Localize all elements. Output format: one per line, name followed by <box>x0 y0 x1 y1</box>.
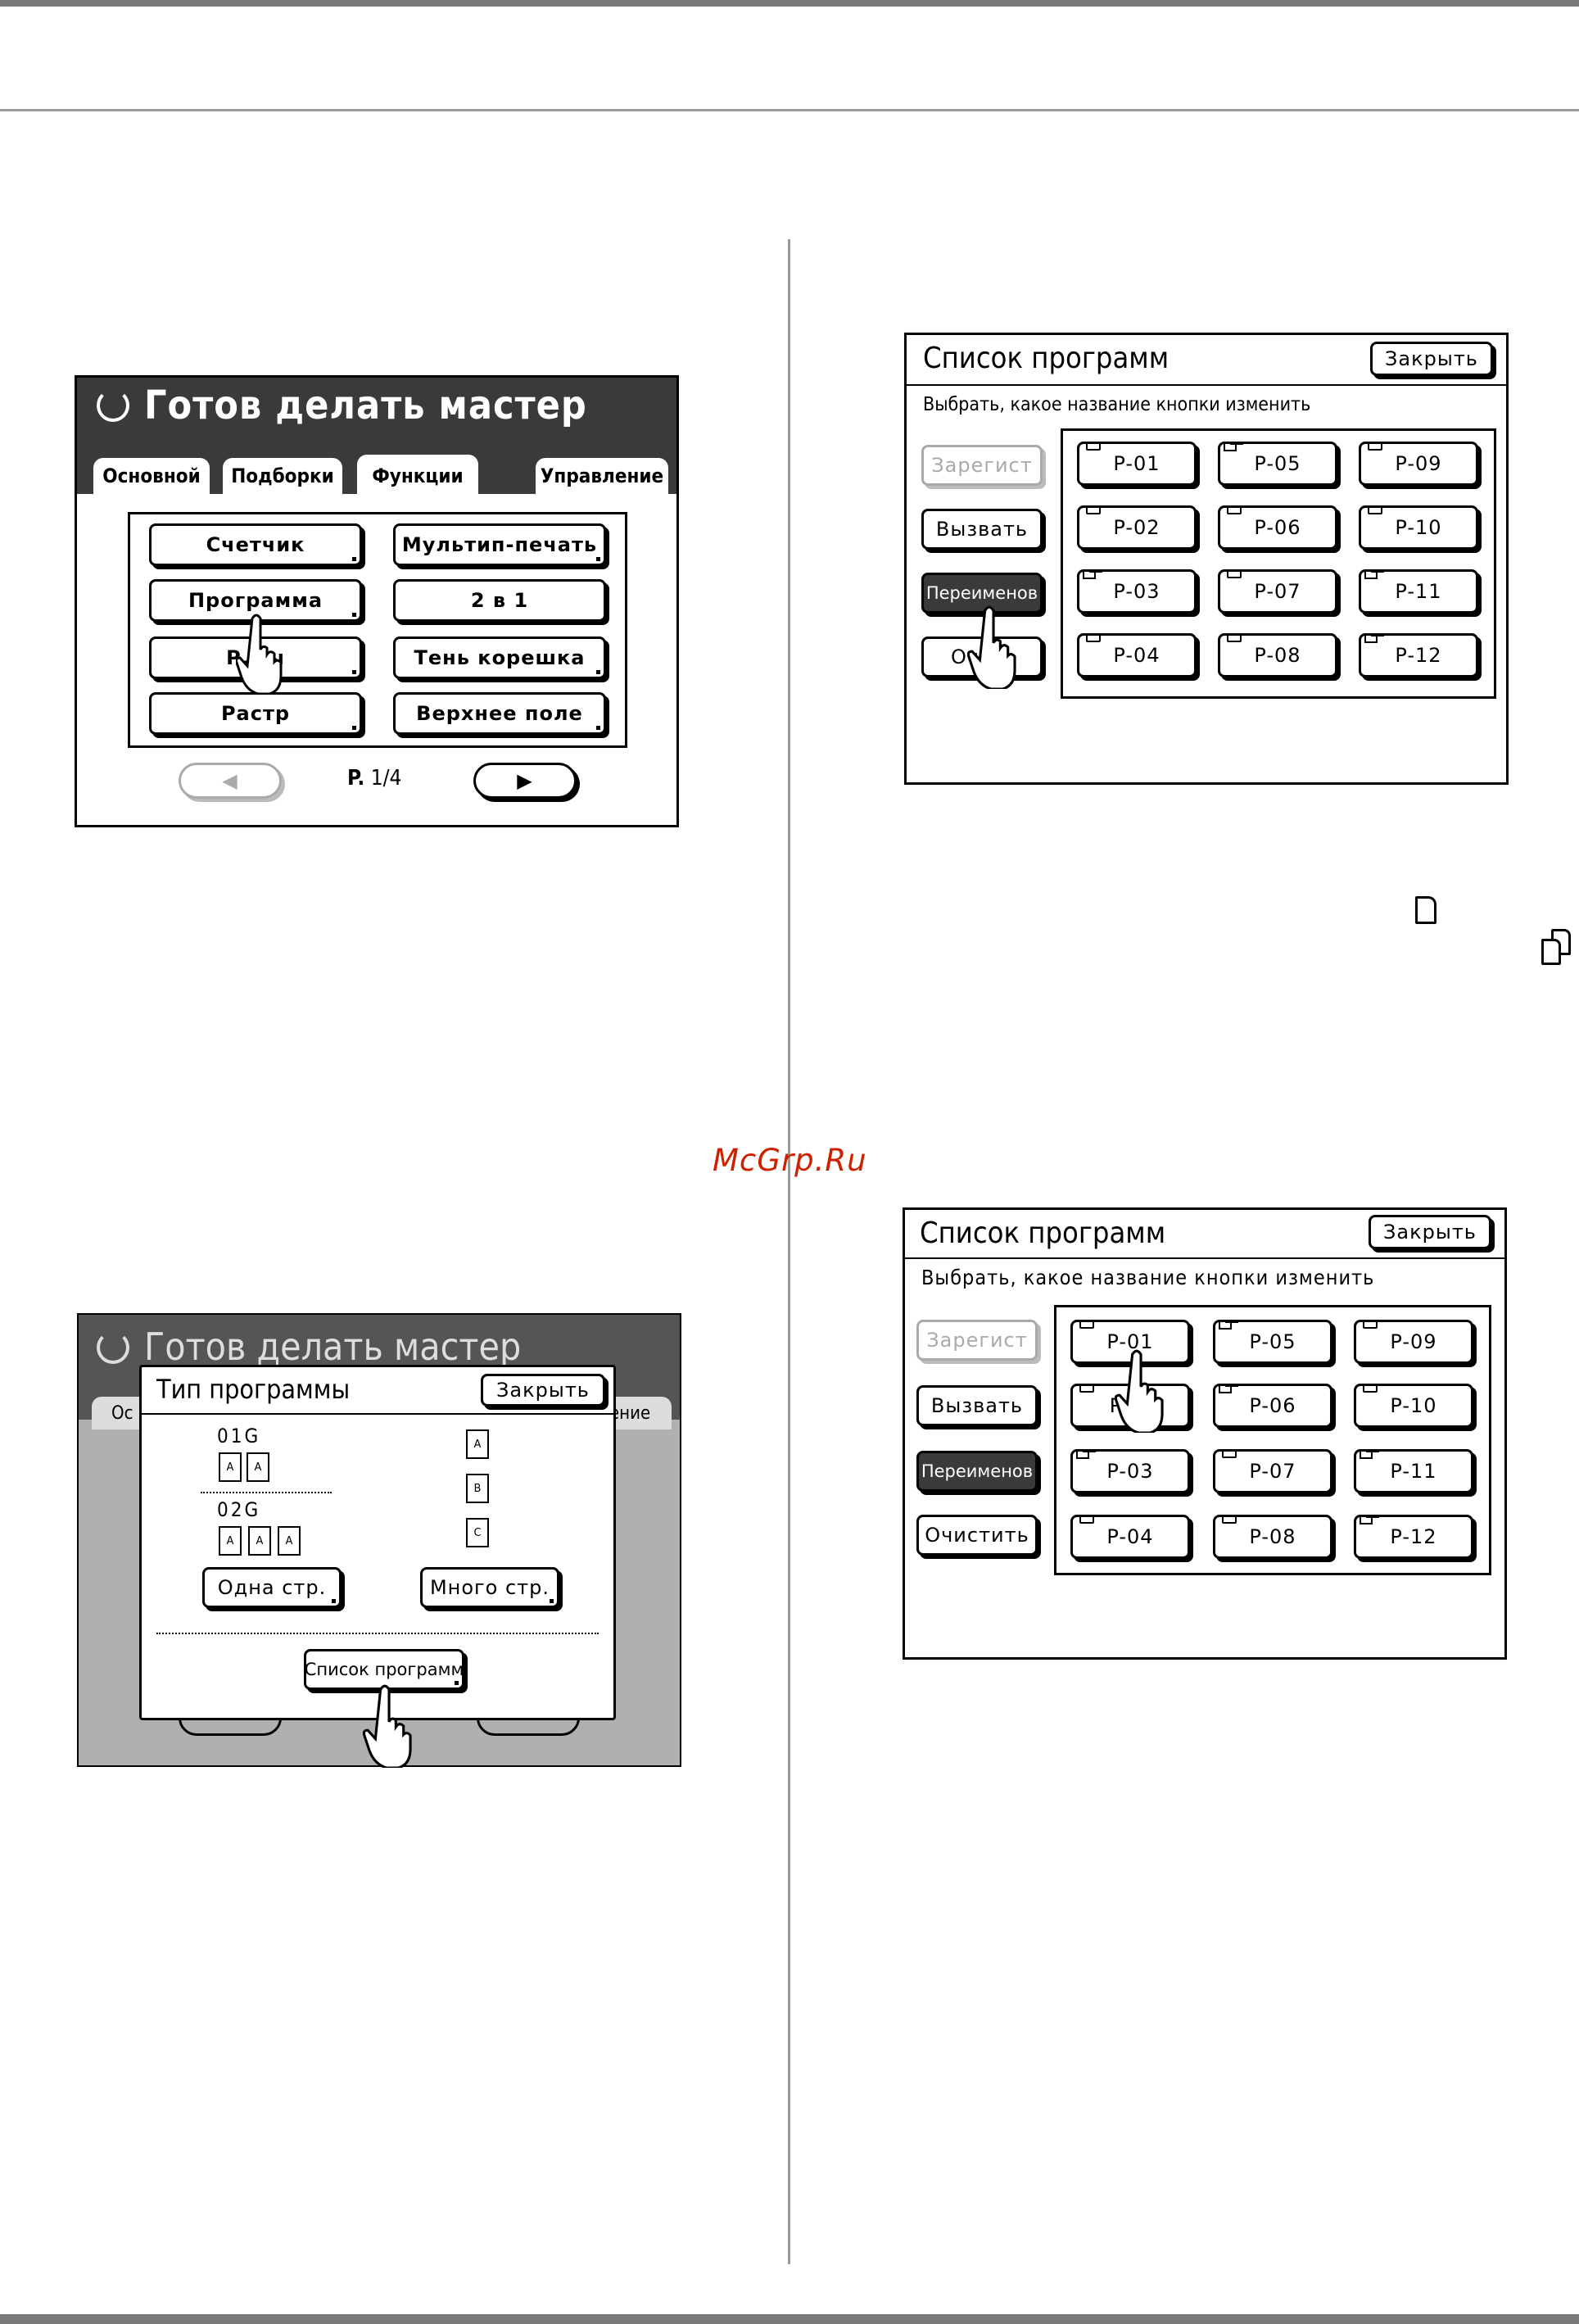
program-p12-button[interactable]: P-12 <box>1354 1515 1473 1559</box>
program-p02-button[interactable]: P-02 <box>1077 505 1197 550</box>
status-ring-icon <box>97 1331 129 1364</box>
title-rule <box>907 384 1506 386</box>
program-p08-button[interactable]: P-08 <box>1213 1515 1332 1559</box>
two-up-button[interactable]: 2 в 1 <box>393 579 606 622</box>
program-p09-button[interactable]: P-09 <box>1354 1320 1473 1364</box>
program-p07-button[interactable]: P-07 <box>1213 1449 1332 1493</box>
document-icon: A <box>219 1526 242 1556</box>
prev-page-button[interactable]: ◀ <box>179 763 282 799</box>
group-01-label: 01G <box>217 1425 261 1447</box>
program-p01-button[interactable]: P-01 <box>1070 1320 1190 1364</box>
counter-button[interactable]: Счетчик <box>149 523 362 566</box>
instruction-text: Выбрать, какое название кнопки изменить <box>923 394 1311 415</box>
list-title: Список программ <box>920 1216 1166 1250</box>
program-p03-button[interactable]: P-03 <box>1070 1449 1190 1493</box>
document-icon: A <box>219 1452 242 1482</box>
top-rule <box>0 0 1579 7</box>
top-margin-button[interactable]: Верхнее поле <box>393 692 606 735</box>
program-p04-button[interactable]: P-04 <box>1077 633 1197 677</box>
recall-button[interactable]: Вызвать <box>916 1385 1038 1426</box>
single-page-program-icon <box>1415 896 1436 924</box>
column-divider <box>788 239 790 2264</box>
register-button[interactable]: Зарегист <box>921 445 1043 486</box>
header-rule <box>0 109 1579 111</box>
dotted-rule <box>201 1492 332 1493</box>
close-button[interactable]: Закрыть <box>1370 342 1493 376</box>
program-p01-button[interactable]: P-01 <box>1077 442 1197 486</box>
program-p09-button[interactable]: P-09 <box>1359 442 1478 486</box>
title-rule <box>142 1413 613 1415</box>
watermark: McGrp.Ru <box>713 1143 867 1178</box>
many-pages-button[interactable]: Много стр. <box>420 1567 559 1608</box>
screen-button[interactable]: Растр <box>149 692 362 735</box>
program-p11-button[interactable]: P-11 <box>1354 1449 1473 1493</box>
group-02-label: 02G <box>217 1498 261 1521</box>
pointing-hand-icon <box>236 614 283 694</box>
program-p08-button[interactable]: P-08 <box>1218 633 1337 677</box>
program-p06-button[interactable]: P-06 <box>1213 1384 1332 1428</box>
status-text: Готов делать мастер <box>144 1325 522 1369</box>
title-rule <box>905 1257 1504 1259</box>
rename-button[interactable]: Переименов <box>916 1451 1038 1492</box>
screen-program-list-rename: Список программ Закрыть Выбрать, какое н… <box>904 333 1509 785</box>
status-ring-icon <box>97 389 129 422</box>
program-p05-button[interactable]: P-05 <box>1218 442 1337 486</box>
document-icon: A <box>278 1526 301 1556</box>
document-icon: A <box>248 1526 271 1556</box>
multi-up-button[interactable]: Мультип-печать <box>393 523 606 566</box>
clear-button[interactable]: Очистить <box>916 1515 1038 1556</box>
tab-sort[interactable]: Подборки <box>223 458 342 494</box>
page-indicator: P. 1/4 <box>347 766 402 791</box>
close-button[interactable]: Закрыть <box>481 1374 605 1407</box>
tab-functions[interactable]: Функции <box>357 455 478 497</box>
program-grid <box>1054 1305 1491 1575</box>
program-p11-button[interactable]: P-11 <box>1359 569 1478 614</box>
program-type-dialog: Тип программы Закрыть 01G A A 02G A A A … <box>139 1365 616 1720</box>
document-icon: A <box>247 1452 269 1482</box>
pointing-hand-icon <box>1115 1349 1164 1433</box>
document-a-icon: A <box>466 1429 489 1459</box>
status-text: Готов делать мастер <box>144 383 587 428</box>
next-page-button[interactable]: ▶ <box>473 763 577 799</box>
pointing-hand-icon <box>362 1684 412 1768</box>
program-p04-button[interactable]: P-04 <box>1070 1515 1190 1559</box>
document-c-icon: C <box>466 1518 489 1547</box>
dialog-title: Тип программы <box>156 1374 351 1405</box>
instruction-text: Выбрать, какое название кнопки изменить <box>921 1266 1375 1289</box>
book-shadow-button[interactable]: Тень корешка <box>393 636 606 679</box>
tab-admin[interactable]: Управление <box>536 458 668 494</box>
program-p06-button[interactable]: P-06 <box>1218 505 1337 550</box>
program-p05-button[interactable]: P-05 <box>1213 1320 1332 1364</box>
recall-button[interactable]: Вызвать <box>921 509 1043 550</box>
pointing-hand-icon <box>967 605 1016 689</box>
multi-page-program-icon <box>1541 929 1574 967</box>
program-p07-button[interactable]: P-07 <box>1218 569 1337 614</box>
dotted-separator <box>156 1633 599 1634</box>
program-p10-button[interactable]: P-10 <box>1359 505 1478 550</box>
register-button[interactable]: Зарегист <box>916 1320 1038 1361</box>
program-p10-button[interactable]: P-10 <box>1354 1384 1473 1428</box>
list-title: Список программ <box>923 342 1170 375</box>
program-p03-button[interactable]: P-03 <box>1077 569 1197 614</box>
one-page-button[interactable]: Одна стр. <box>202 1567 342 1608</box>
program-grid <box>1061 428 1496 699</box>
document-b-icon: B <box>466 1474 489 1503</box>
program-p12-button[interactable]: P-12 <box>1359 633 1478 677</box>
tab-basic[interactable]: Основной <box>93 458 210 494</box>
bottom-rule <box>0 2314 1579 2324</box>
program-list-button[interactable]: Список программ <box>304 1649 464 1690</box>
close-button[interactable]: Закрыть <box>1369 1215 1491 1249</box>
screen-functions: Готов делать мастер Основной Подборки Фу… <box>75 375 679 827</box>
rename-button[interactable]: Переименов <box>921 573 1043 614</box>
screen-program-list-select: Список программ Закрыть Выбрать, какое н… <box>903 1207 1507 1660</box>
function-grid <box>128 512 627 748</box>
